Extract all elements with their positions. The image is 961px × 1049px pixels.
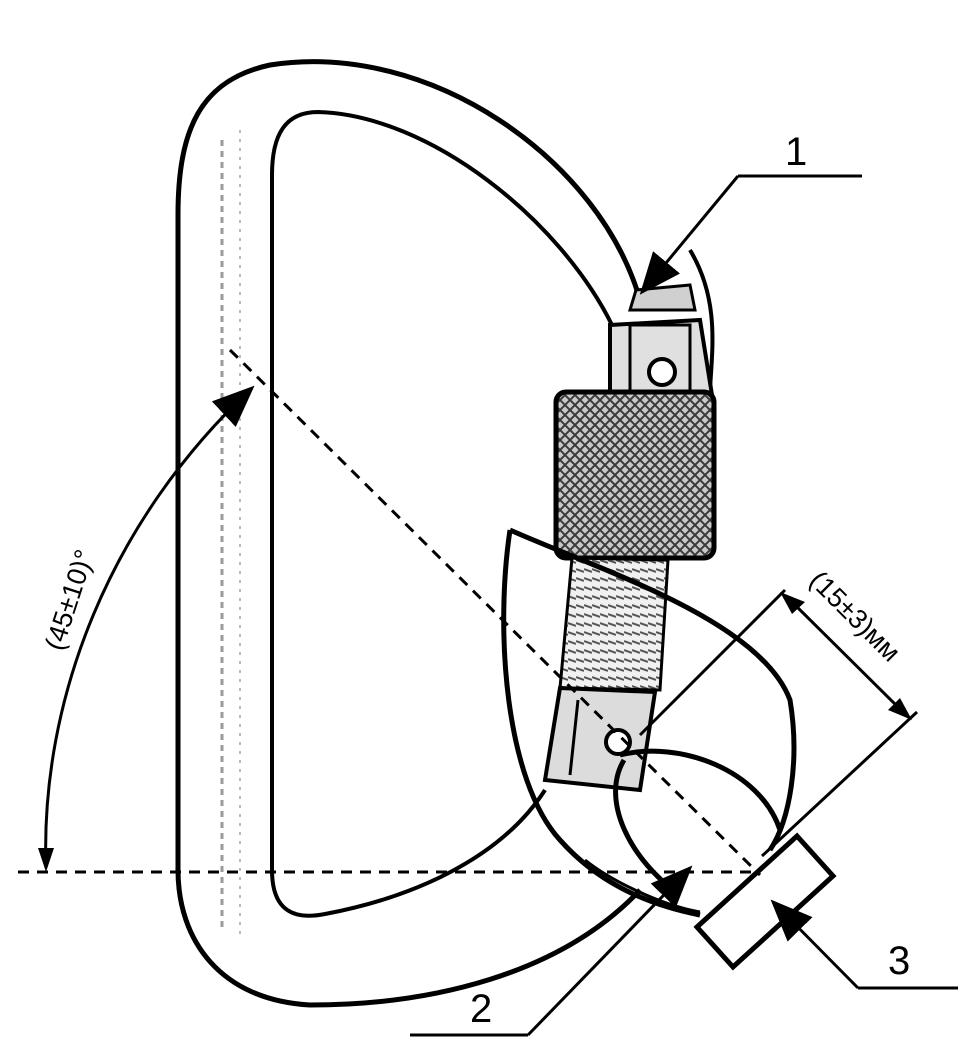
angle-dimension: (45±10)° [38,385,255,872]
angle-dimension-arc [44,385,255,869]
diagonal-axis-line [228,348,762,877]
gate-hook-tip [627,283,697,312]
angle-dimension-label: (45±10)° [39,546,100,654]
sling-left-edge [501,529,701,918]
sling-inner-loop [619,748,783,831]
sling-bottom [584,858,701,914]
load-block [693,832,837,971]
construction-lines [18,348,762,877]
callout-3: 3 [770,899,958,990]
test-sling [501,527,797,918]
length-dimension-label: (15±3)мм [804,565,907,668]
length-arrow-upper [780,592,805,614]
carabiner-outer-outline [175,59,643,1008]
callout-3-leader [770,899,860,990]
callout-1: 1 [639,130,862,295]
sling-outer-loop [508,527,797,852]
carabiner-gate [542,283,717,793]
length-dimension: (15±3)мм [638,565,919,858]
screw-sleeve [553,389,717,561]
callout-2-number: 2 [470,987,492,1031]
length-arrow-lower [888,698,912,720]
gate-lower-block [542,685,658,793]
gate-line [568,699,580,776]
callout-1-number: 1 [785,130,807,174]
callout-2: 2 [410,865,693,1037]
callout-3-number: 3 [888,939,910,983]
carabiner-inner-outline [270,109,614,918]
length-extension-line-lower [760,710,919,858]
callout-2-leader [526,865,693,1037]
load-block-rect [693,832,837,971]
carabiner-body [175,59,715,1008]
angle-arrow-bottom [38,848,54,872]
threaded-gate-section [558,556,670,692]
gate-rivet [647,357,677,387]
length-extension-line-upper [638,588,787,737]
gate-pin [604,728,632,756]
callout-1-leader [639,175,740,295]
length-dimension-line [788,598,905,714]
